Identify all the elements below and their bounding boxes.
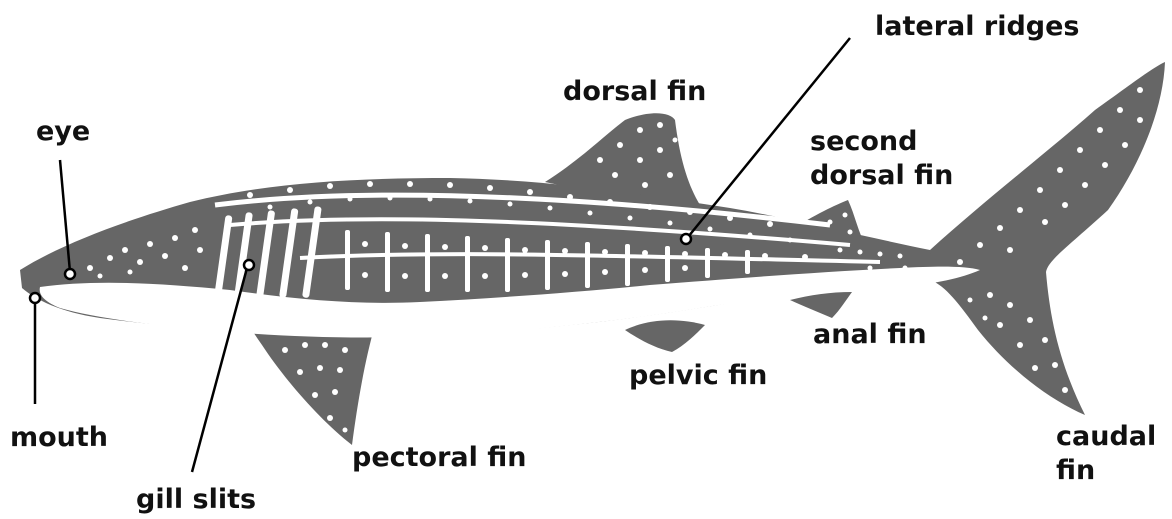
gill-slits-marker [244,260,254,270]
body-bar [465,236,470,292]
gill-slits-label: gill slits [136,484,256,515]
body-bar [385,232,390,292]
body-bar [545,240,550,290]
whale-shark-illustration [20,62,1165,445]
pelvic-fin-label: pelvic fin [629,360,767,391]
body-bar [705,248,710,278]
second-dorsal-fin-label-line1: second [810,126,918,157]
eye-label: eye [36,116,90,147]
lateral-ridges-label: lateral ridges [875,11,1080,42]
body-bar [625,244,630,286]
mouth-marker [30,293,40,303]
body-bar [505,238,510,292]
anal-fin-label: anal fin [813,319,927,350]
body-bar [665,246,670,282]
eye-marker [65,269,75,279]
caudal-fin-label-line2: fin [1056,455,1095,486]
mouth-label: mouth [10,422,108,453]
anal-fin-shape [790,292,852,318]
dorsal-fin-label: dorsal fin [563,76,706,107]
pectoral-fin-label: pectoral fin [352,442,527,473]
caudal-fin-shape [930,62,1165,415]
caudal-fin-label-line1: caudal [1056,421,1156,452]
second-dorsal-fin-label-line2: dorsal fin [810,160,953,191]
body-bar [745,250,750,274]
body-bar [345,230,350,290]
lateral-ridges-marker [681,234,691,244]
body-bar [585,242,590,288]
pelvic-fin-shape [625,320,705,352]
body-bar [425,234,430,292]
